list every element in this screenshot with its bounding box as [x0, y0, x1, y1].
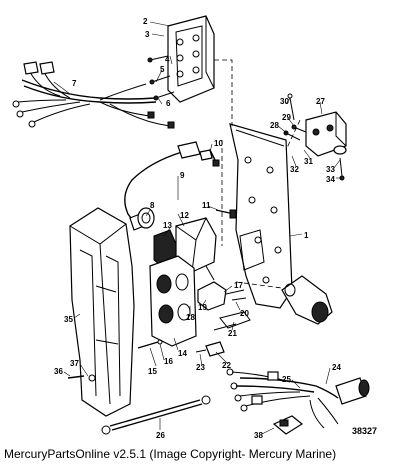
- callout-23: 23: [196, 363, 205, 372]
- callout-11: 11: [202, 201, 211, 210]
- callout-5: 5: [160, 65, 165, 74]
- callout-24: 24: [332, 363, 341, 372]
- callout-15: 15: [148, 367, 157, 376]
- callout-29: 29: [282, 113, 291, 122]
- callout-labels: 1 2 3 4 5 6 7 8 9 10 11 12 13 14 15 16 1…: [54, 17, 377, 440]
- screw-part-10: [209, 149, 220, 167]
- callout-16: 16: [164, 357, 173, 366]
- wiring-harness-part: [12, 61, 175, 129]
- lower-harness-part: [226, 368, 370, 429]
- callout-4: 4: [165, 55, 170, 64]
- callout-36: 36: [54, 367, 63, 376]
- bracket-end-part: [281, 275, 333, 325]
- callout-6: 6: [166, 99, 171, 108]
- screw-part: [215, 209, 237, 219]
- callout-19: 19: [198, 303, 207, 312]
- callout-1: 1: [304, 231, 309, 240]
- callout-21: 21: [228, 329, 237, 338]
- cover-part: [69, 207, 135, 417]
- ground-cable-part: [101, 395, 211, 435]
- callout-17: 17: [234, 281, 243, 290]
- callout-13: 13: [163, 221, 172, 230]
- callout-20: 20: [240, 309, 249, 318]
- mounting-plate-part: [229, 123, 293, 309]
- callout-8: 8: [150, 201, 155, 210]
- callout-14: 14: [178, 349, 187, 358]
- guide-lines: [214, 59, 301, 289]
- callout-32: 32: [290, 165, 299, 174]
- callout-18: 18: [186, 313, 195, 322]
- connector-part: [195, 341, 225, 357]
- callout-37: 37: [70, 359, 79, 368]
- callout-31: 31: [304, 157, 313, 166]
- callout-3: 3: [145, 30, 150, 39]
- callout-28: 28: [270, 121, 279, 130]
- callout-27: 27: [316, 97, 325, 106]
- callout-22: 22: [222, 361, 231, 370]
- callout-25: 25: [282, 375, 291, 384]
- clip-bracket-part: [197, 281, 251, 331]
- callout-12: 12: [180, 211, 189, 220]
- switch-box-part: [147, 15, 215, 103]
- callout-34: 34: [326, 175, 335, 184]
- bolt-part: [67, 374, 96, 382]
- callout-33: 33: [326, 165, 335, 174]
- leader-lines: [53, 21, 341, 435]
- callout-7: 7: [72, 79, 77, 88]
- callout-26: 26: [156, 431, 165, 440]
- small-bracket-part: [272, 415, 304, 435]
- grommet-part: [137, 207, 155, 229]
- callout-10: 10: [214, 139, 223, 148]
- diagram-ref-number: 38327: [352, 426, 377, 436]
- callout-35: 35: [64, 315, 73, 324]
- callout-9: 9: [180, 171, 185, 180]
- coil-bracket-part: [137, 255, 197, 349]
- callout-30: 30: [280, 97, 289, 106]
- callout-2: 2: [143, 17, 148, 26]
- callout-38: 38: [254, 431, 263, 440]
- footer-copyright: MercuryPartsOnline v2.5.1 (Image Copyrig…: [4, 447, 337, 461]
